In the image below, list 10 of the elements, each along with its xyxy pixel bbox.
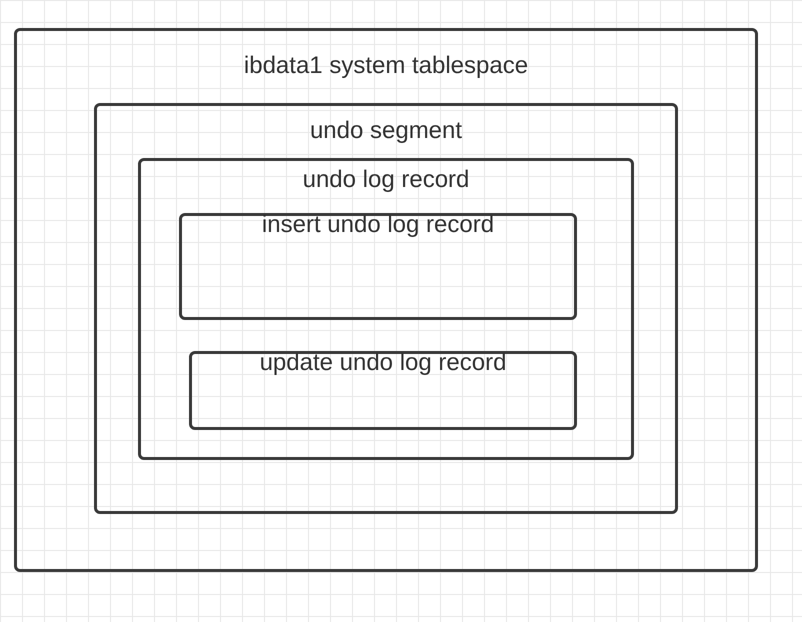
nested-box [138,158,634,460]
box-title: insert undo log record [262,210,494,240]
nested-box [179,213,577,320]
box-title: update undo log record [260,348,506,378]
nested-box [14,28,758,572]
box-title: ibdata1 system tablespace [244,51,528,81]
nested-box [189,351,577,430]
box-title: undo segment [310,116,462,146]
nested-box [94,103,678,514]
box-title: undo log record [302,165,470,195]
